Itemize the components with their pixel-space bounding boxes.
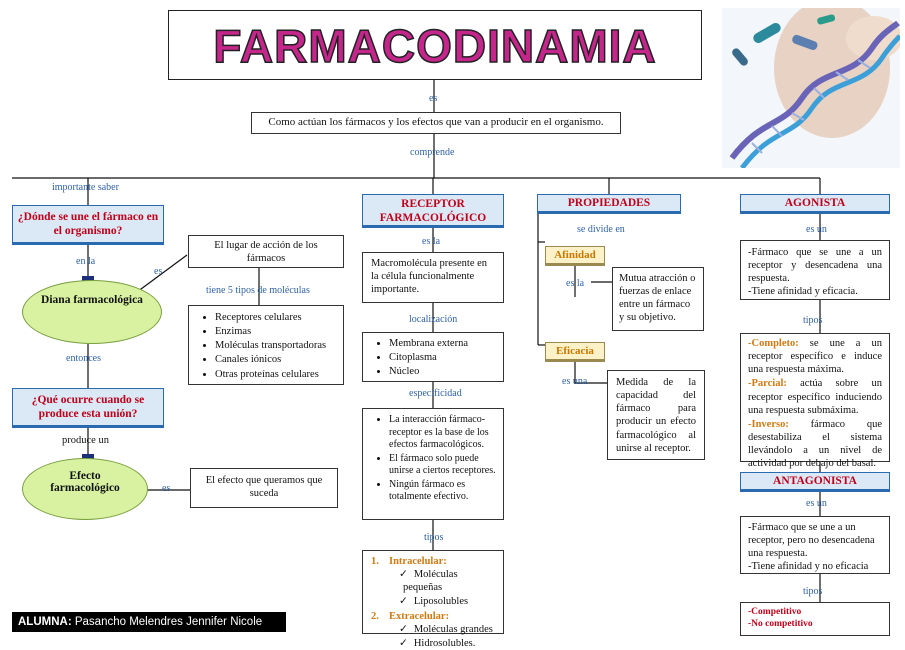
link-tipos-receptor: tipos <box>424 532 444 543</box>
especificidad-list: La interacción fármaco-receptor es la ba… <box>373 414 499 504</box>
link-importante-saber: importante saber <box>52 182 119 193</box>
link-es-un-antagonista: es un <box>806 498 827 509</box>
molecula-item: Moléculas transportadoras <box>215 339 339 352</box>
receptor-tipo-heading: 1. Intracelular: <box>371 555 499 568</box>
eficacia-def-box: Medida de la capacidad del fármaco para … <box>607 370 705 460</box>
localizacion-list: Membrana externaCitoplasmaNúcleo <box>373 337 499 378</box>
agonista-tipo: -Inverso: fármaco que desestabiliza el s… <box>748 418 882 471</box>
antagonista-def2: -Tiene afinidad y no eficacia <box>748 561 869 573</box>
title-box <box>168 10 702 80</box>
agonista-tipo-name: -Parcial: <box>748 378 801 390</box>
receptor-tipo-item: Liposolubles <box>403 595 499 608</box>
receptor-tipo-item: Moléculas pequeñas <box>403 568 499 594</box>
question-where-box: ¿Dónde se une el fármaco en el organismo… <box>12 205 164 245</box>
agonista-tipo: -Completo: se une a un receptor específi… <box>748 337 882 376</box>
eficacia-box: Eficacia <box>545 342 605 362</box>
link-tipos-antagonista: tipos <box>803 586 823 597</box>
agonista-tipo-text: actúa sobre un receptor específico induc… <box>748 378 882 416</box>
diana-ellipse: Diana farmacológica <box>22 280 162 344</box>
link-se-divide-en: se divide en <box>577 224 625 235</box>
link-es-diana: es <box>154 266 163 277</box>
link-es-un-agonista: es un <box>806 224 827 235</box>
especificidad-item: El fármaco solo puede unirse a ciertos r… <box>389 453 499 478</box>
molecula-item: Canales iónicos <box>215 353 339 366</box>
student-label: ALUMNA: <box>18 616 72 628</box>
agonista-tipo-text: se une a un receptor específico e induce… <box>748 338 882 376</box>
especificidad-item: Ningún fármaco es totalmente efectivo. <box>389 479 499 504</box>
antagonista-def-box: -Fármaco que se une a un receptor, pero … <box>740 516 890 574</box>
lugar-box: El lugar de acción de los fármacos <box>188 235 344 268</box>
receptor-tipo-items: Moléculas grandesHidrosolubles. <box>371 623 499 650</box>
localizacion-item: Membrana externa <box>389 337 499 350</box>
page-title: FARMACODINAMIA <box>213 19 657 73</box>
receptor-header: RECEPTOR FARMACOLÓGICO <box>362 194 504 228</box>
afinidad-def-box: Mutua atracción o fuerzas de enlace entr… <box>612 267 704 331</box>
agonista-tipo-name: -Inverso: <box>748 418 811 430</box>
antagonista-header: ANTAGONISTA <box>740 472 890 492</box>
link-tipos-agonista: tipos <box>803 315 823 326</box>
receptor-tipo-name: Extracelular: <box>389 610 450 622</box>
link-es-la-receptor: es la <box>422 236 441 247</box>
receptor-tipo-heading: 2. Extracelular: <box>371 610 499 623</box>
agonista-tipo: -Parcial: actúa sobre un receptor especí… <box>748 377 882 416</box>
especificidad-item: La interacción fármaco-receptor es la ba… <box>389 414 499 452</box>
link-especificidad: especificidad <box>409 388 462 399</box>
question-what-box: ¿Qué ocurre cuando se produce esta unión… <box>12 388 164 428</box>
tipos-receptor-list: 1. Intracelular:Moléculas pequeñasLiposol… <box>371 555 499 650</box>
efecto-ellipse: Efecto farmacológico <box>22 458 148 520</box>
receptor-tipo-num: 1. <box>371 556 379 567</box>
student-name: Pasancho Melendres Jennifer Nicole <box>71 616 263 628</box>
dna-illustration <box>722 8 900 168</box>
receptor-tipo-name: Intracelular: <box>389 556 447 567</box>
link-comprende: comprende <box>410 147 455 158</box>
receptor-tipo-num: 2. <box>371 610 379 622</box>
antagonista-tipos-list: -Competitivo-No competitivo <box>748 607 882 631</box>
localizacion-box: Membrana externaCitoplasmaNúcleo <box>362 332 504 382</box>
molecula-item: Enzimas <box>215 325 339 338</box>
receptor-tipo-item: Moléculas grandes <box>403 623 499 636</box>
agonista-tipo-name: -Completo: <box>748 338 810 349</box>
propiedades-header: PROPIEDADES <box>537 194 681 214</box>
agonista-header: AGONISTA <box>740 194 890 214</box>
molecula-item: Receptores celulares <box>215 311 339 324</box>
link-es-top: es <box>429 93 438 104</box>
receptor-tipo-items: Moléculas pequeñasLiposolubles <box>371 568 499 608</box>
agonista-def: -Fármaco que se une a un receptor y dese… <box>748 247 882 285</box>
link-en-la: en la <box>76 256 96 267</box>
link-localizacion: localización <box>409 314 458 325</box>
efecto-def-box: El efecto que queramos que suceda <box>190 468 338 508</box>
receptor-def-box: Macromolécula presente en la célula func… <box>362 252 504 303</box>
receptor-tipo-item: Hidrosolubles. <box>403 637 499 650</box>
antagonista-tipo: -No competitivo <box>748 618 813 629</box>
agonista-tipo-text: fármaco que desestabiliza el sistema lle… <box>748 418 882 470</box>
agonista-tipos-box: -Completo: se une a un receptor específi… <box>740 333 890 469</box>
link-entonces: entonces <box>66 353 101 364</box>
link-es-efecto: es <box>162 483 171 494</box>
antagonista-def: -Fármaco que se une a un receptor, pero … <box>748 522 875 560</box>
antagonista-tipos-box: -Competitivo-No competitivo <box>740 602 890 636</box>
localizacion-item: Citoplasma <box>389 351 499 364</box>
agonista-def2: -Tiene afinidad y eficacia. <box>748 286 858 298</box>
link-es-una: es una <box>562 376 588 387</box>
definition-box: Como actúan los fármacos y los efectos q… <box>251 112 621 134</box>
afinidad-box: Afinidad <box>545 246 605 266</box>
link-es-la-afinidad: es la <box>566 278 585 289</box>
localizacion-item: Núcleo <box>389 365 499 378</box>
agonista-def-box: -Fármaco que se une a un receptor y dese… <box>740 240 890 300</box>
moleculas-box: Receptores celularesEnzimasMoléculas tra… <box>188 305 344 385</box>
link-produce-un: produce un <box>62 435 109 446</box>
link-tiene-5-tipos: tiene 5 tipos de moléculas <box>206 285 310 296</box>
student-footer: ALUMNA: Pasancho Melendres Jennifer Nico… <box>12 612 286 632</box>
agonista-tipos-list: -Completo: se une a un receptor específi… <box>748 337 882 470</box>
especificidad-box: La interacción fármaco-receptor es la ba… <box>362 408 504 520</box>
moleculas-list: Receptores celularesEnzimasMoléculas tra… <box>199 311 339 381</box>
molecula-item: Otras proteínas celulares <box>215 368 339 381</box>
tipos-receptor-box: 1. Intracelular:Moléculas pequeñasLiposol… <box>362 550 504 649</box>
antagonista-tipo: -Competitivo <box>748 607 802 617</box>
